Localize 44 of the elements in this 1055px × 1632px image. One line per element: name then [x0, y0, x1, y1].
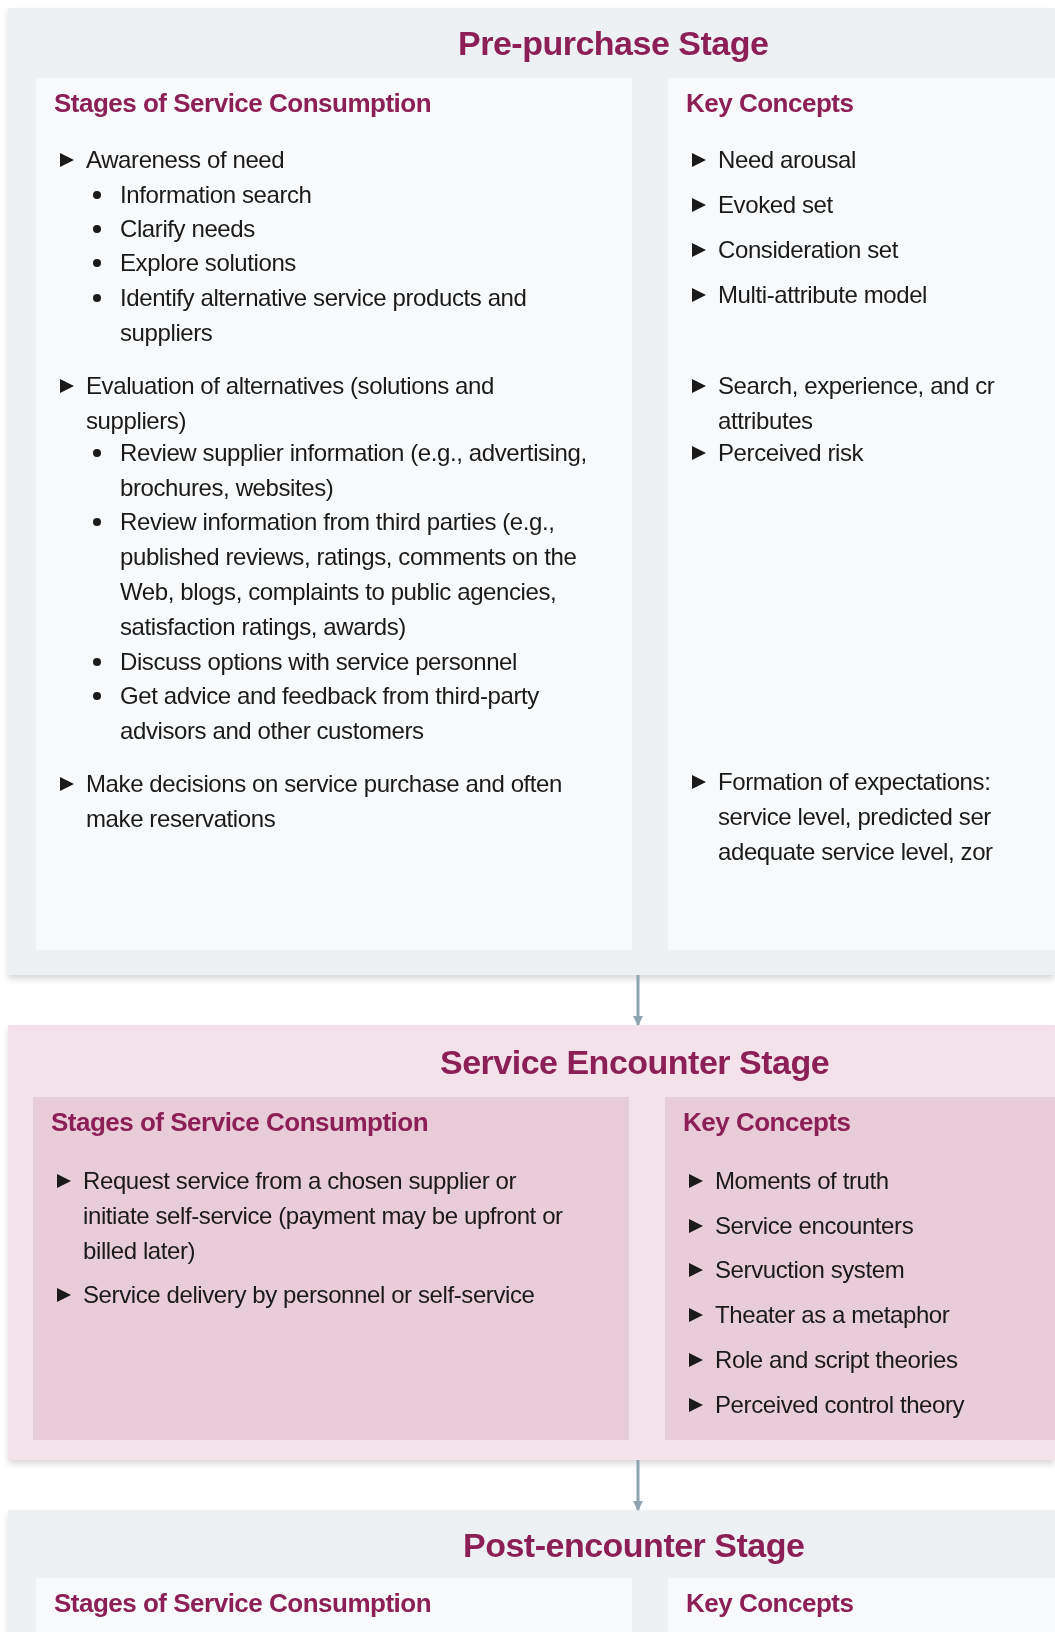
list-item: Perceived risk — [718, 438, 865, 468]
list-item: Theater as a metaphor — [715, 1300, 951, 1330]
list-item: Clarify needs — [120, 214, 256, 244]
list-item: Information search — [120, 180, 313, 210]
column-panel — [33, 1097, 629, 1440]
arrow — [633, 1460, 643, 1511]
stage-panel — [8, 1510, 1055, 1632]
list-item: Moments of truth — [715, 1166, 890, 1196]
column-heading: Stages of Service Consumption — [54, 1588, 432, 1619]
list-item: Servuction system — [715, 1255, 906, 1285]
list-item: Need arousal — [718, 145, 857, 175]
list-item: Consideration set — [718, 235, 900, 265]
list-item: Multi-attribute model — [718, 280, 929, 310]
stage-title: Post-encounter Stage — [463, 1526, 805, 1565]
list-item: Request service from a chosen supplier or initiate self-service (payment may be upfront or billed later) — [83, 1166, 564, 1266]
list-item: Awareness of need — [86, 145, 286, 175]
list-item: Review supplier information (e.g., advertising, brochures, websites) — [120, 438, 588, 503]
stage-title: Pre-purchase Stage — [458, 24, 769, 63]
list-item: Search, experience, and cr attributes — [718, 371, 996, 436]
list-item: Get advice and feedback from third-party advisors and other customers — [120, 681, 540, 746]
column-panel — [668, 78, 1055, 950]
list-item: Evaluation of alternatives (solutions and suppliers) — [86, 371, 495, 436]
stage-panel — [8, 1025, 1055, 1460]
arrow — [633, 975, 643, 1026]
column-heading: Stages of Service Consumption — [54, 88, 432, 119]
stage-panel — [8, 8, 1055, 975]
list-item: Role and script theories — [715, 1345, 959, 1375]
column-panel — [665, 1097, 1055, 1440]
list-item: Review information from third parties (e.g., published reviews, ratings, comments on the Web, blogs, complaints to public agencies, satisfaction ratings, awards) — [120, 507, 578, 642]
column-heading: Key Concepts — [683, 1107, 851, 1138]
column-heading: Stages of Service Consumption — [51, 1107, 429, 1138]
list-item: Evoked set — [718, 190, 834, 220]
list-item: Service delivery by personnel or self-service — [83, 1280, 536, 1310]
list-item: Identify alternative service products and suppliers — [120, 283, 528, 348]
list-item: Formation of expectations: service level, predicted ser adequate service level, zor — [718, 767, 994, 867]
list-item: Make decisions on service purchase and often make reservations — [86, 769, 564, 834]
list-item: Explore solutions — [120, 248, 297, 278]
list-item: Discuss options with service personnel — [120, 647, 518, 677]
list-item: Perceived control theory — [715, 1390, 966, 1420]
column-heading: Key Concepts — [686, 88, 854, 119]
column-panel — [36, 78, 632, 950]
stage-title: Service Encounter Stage — [440, 1043, 830, 1082]
column-heading: Key Concepts — [686, 1588, 854, 1619]
list-item: Service encounters — [715, 1211, 915, 1241]
